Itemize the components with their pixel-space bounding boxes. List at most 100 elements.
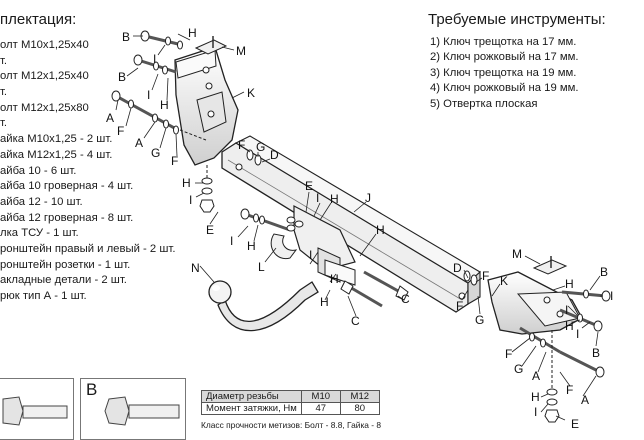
callout-A: A [581,393,589,407]
bracket-left [174,46,239,166]
callout-A: A [532,369,540,383]
callout-I: I [189,193,192,207]
callout-F: F [482,269,489,283]
kit-item: айба 10 гроверная - 4 шт. [0,180,134,193]
callout-M: M [512,247,522,261]
bolt-box-a [0,378,74,440]
callout-D: D [453,261,462,275]
callout-H: H [182,176,191,190]
torque-value-m10: 47 [300,402,341,415]
callout-G: G [514,362,523,376]
tool-item: 5) Отвертка плоская [430,97,538,110]
callout-F: F [566,383,573,397]
callout-E: E [206,223,214,237]
kit-item: олт М10х1,25х40 [0,39,89,51]
lock-plate [270,233,298,260]
callout-H: H [330,192,339,206]
callout-I: I [153,52,156,66]
socket-bracket-right [532,256,568,275]
kit-item: айка М10х1,25 - 2 шт. [0,133,113,146]
callout-H: H [565,319,574,333]
torque-header-cell: М10 [300,390,341,403]
callout-I: I [230,234,233,248]
kit-item: т. [0,86,8,99]
torque-header-cell: Диаметр резьбы [201,390,302,403]
bolt-icon [104,396,180,426]
callout-A: A [135,136,143,150]
callout-G: G [151,146,160,160]
callout-H: H [188,26,197,40]
callout-B: B [118,70,126,84]
callout-K: K [247,86,255,100]
kit-item: олт М12х1,25х40 [0,70,89,83]
callout-B: B [592,346,600,360]
callout-K: K [500,274,508,288]
callout-F: F [505,347,512,361]
kit-item: акладные детали - 2 шт. [0,274,127,287]
kit-item: ронштейн правый и левый - 2 шт. [0,242,176,255]
bolt-box-b: B [80,378,186,440]
callout-H: H [376,223,385,237]
kit-item: айба 10 - 6 шт. [0,164,77,177]
cross-beam [221,135,481,313]
kit-item: айба 12 гроверная - 8 шт. [0,211,134,224]
callout-labels: B H I M B I H K A F A G F H I E I H L F … [106,26,613,431]
callout-F: F [456,299,463,313]
callout-B: B [122,30,130,44]
callout-H: H [320,295,329,309]
callout-I: I [565,303,568,317]
callout-D: D [270,148,279,162]
kit-item: рюк тип А - 1 шт. [0,290,87,302]
callout-F: F [238,138,245,152]
tools-heading: Требуемые инструменты: [428,11,606,28]
callout-I: I [576,327,579,341]
tow-ball-neck [208,280,319,332]
socket-bracket-top [194,36,228,55]
callout-H: H [531,390,540,404]
callout-H: H [565,277,574,291]
callout-leaders [115,33,603,421]
hitch-mount-plate [293,205,356,286]
torque-table: Диаметр резьбы М10 М12 Момент затяжки, Н… [201,390,380,415]
callout-F: F [117,124,124,138]
callout-J: J [365,191,371,205]
torque-value-m12: 80 [339,402,380,415]
callout-I: I [534,405,537,419]
kit-item: лка ТСУ - 1 шт. [0,227,79,240]
callout-I: I [610,289,613,303]
kit-item: т. [0,117,8,130]
callout-F: F [171,154,178,168]
kit-list: олт М10х1,25х40 т. олт М12х1,25х40 т. ол… [0,38,175,305]
tool-item: 1) Ключ трещотка на 17 мм. [430,36,577,48]
torque-header-cell: М12 [339,390,380,403]
callout-E: E [305,179,313,193]
callout-B: B [600,265,608,279]
callout-N: N [191,261,200,275]
callout-E: E [571,417,579,431]
callout-H: H [330,272,339,286]
kit-item: олт М12х1,25х80 [0,101,89,114]
callout-I: I [309,248,312,262]
kit-item: т. [0,54,8,67]
callout-C: C [401,292,410,306]
kit-heading: плектация: [0,11,77,28]
tools-list: 1) Ключ трещотка на 17 мм. 2) Ключ рожко… [430,35,579,112]
kit-item: ронштейн розетки - 1 шт. [0,258,131,271]
callout-G: G [475,313,484,327]
callout-H: H [160,98,169,112]
bolt-icon [2,396,68,426]
fastener-class-note: Класс прочности метизов: Болт - 8.8, Гай… [201,420,382,430]
box-b-label: B [86,380,98,399]
tool-item: 2) Ключ рожковый на 17 мм. [430,51,579,64]
callout-C: C [351,314,360,328]
callout-G: G [256,140,265,154]
kit-item: айба 12 - 10 шт. [0,195,83,208]
callout-M: M [236,44,246,58]
callout-I: I [316,191,319,205]
callout-L: L [258,260,265,274]
kit-item: айка М12х1,25 - 4 шт. [0,148,113,161]
callout-A: A [106,111,114,125]
callout-H: H [247,239,256,253]
callout-I: I [147,88,150,102]
